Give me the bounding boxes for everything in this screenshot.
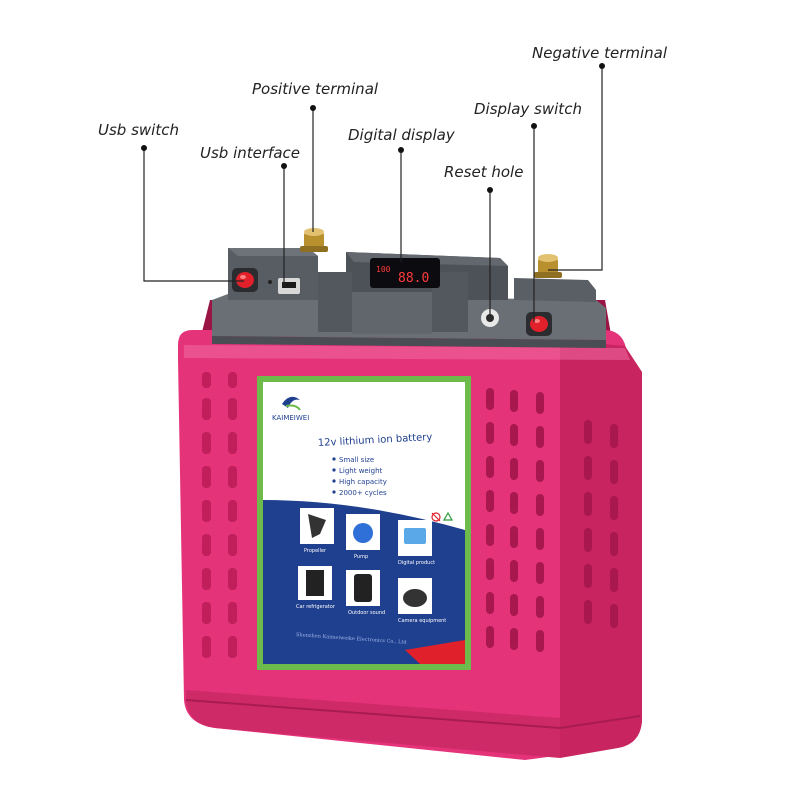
product-tiles xyxy=(298,508,432,614)
digital-display-screen: 100 88.0 xyxy=(370,258,440,288)
usb-port xyxy=(278,278,300,294)
bullet-item: Light weight xyxy=(339,467,383,475)
product-captions: Propeller Pump Digital product Car refri… xyxy=(296,548,446,624)
leader-lines xyxy=(143,66,603,322)
svg-text:88.0: 88.0 xyxy=(398,271,429,286)
brand-logo xyxy=(282,396,301,411)
no-disposal-icon-slash xyxy=(431,512,441,522)
positive-terminal-post xyxy=(300,228,328,252)
bullet-item: 2000+ cycles xyxy=(339,489,387,497)
product-caption: Digital product xyxy=(398,560,435,566)
callout-display-switch: Display switch xyxy=(474,100,582,118)
product-caption: Car refrigerator xyxy=(296,604,336,610)
product-caption: Pump xyxy=(354,554,368,560)
recycle-icon xyxy=(442,511,454,521)
leader-dots xyxy=(141,63,605,193)
callout-usb-interface: Usb interface xyxy=(200,144,300,162)
no-disposal-icon xyxy=(431,512,441,522)
callout-positive-terminal: Positive terminal xyxy=(252,80,379,98)
display-switch-button xyxy=(526,312,552,336)
callout-usb-switch: Usb switch xyxy=(98,121,179,139)
product-caption: Camera equipment xyxy=(398,618,446,624)
product-caption: Outdoor sound xyxy=(348,610,385,616)
leader-negative-terminal xyxy=(548,66,603,271)
callout-negative-terminal: Negative terminal xyxy=(532,44,668,62)
callout-digital-display: Digital display xyxy=(348,126,455,144)
indicator-dot xyxy=(268,280,272,284)
brand-name: KAIMEIWEI xyxy=(272,414,309,422)
bullet-item: High capacity xyxy=(339,478,387,486)
svg-text:100: 100 xyxy=(376,265,391,274)
callout-reset-hole: Reset hole xyxy=(444,163,524,181)
left-vents xyxy=(202,372,237,658)
negative-terminal-post xyxy=(534,254,562,278)
right-vents xyxy=(486,388,618,652)
reset-hole xyxy=(481,309,499,327)
usb-switch-button xyxy=(232,268,258,292)
label-bullets: Small size Light weight High capacity 20… xyxy=(332,456,387,497)
leader-usb-switch xyxy=(143,148,244,282)
bullet-item: Small size xyxy=(339,456,374,464)
product-caption: Propeller xyxy=(304,548,327,554)
product-label: KAIMEIWEI 12v lithium ion battery Small … xyxy=(257,376,471,670)
